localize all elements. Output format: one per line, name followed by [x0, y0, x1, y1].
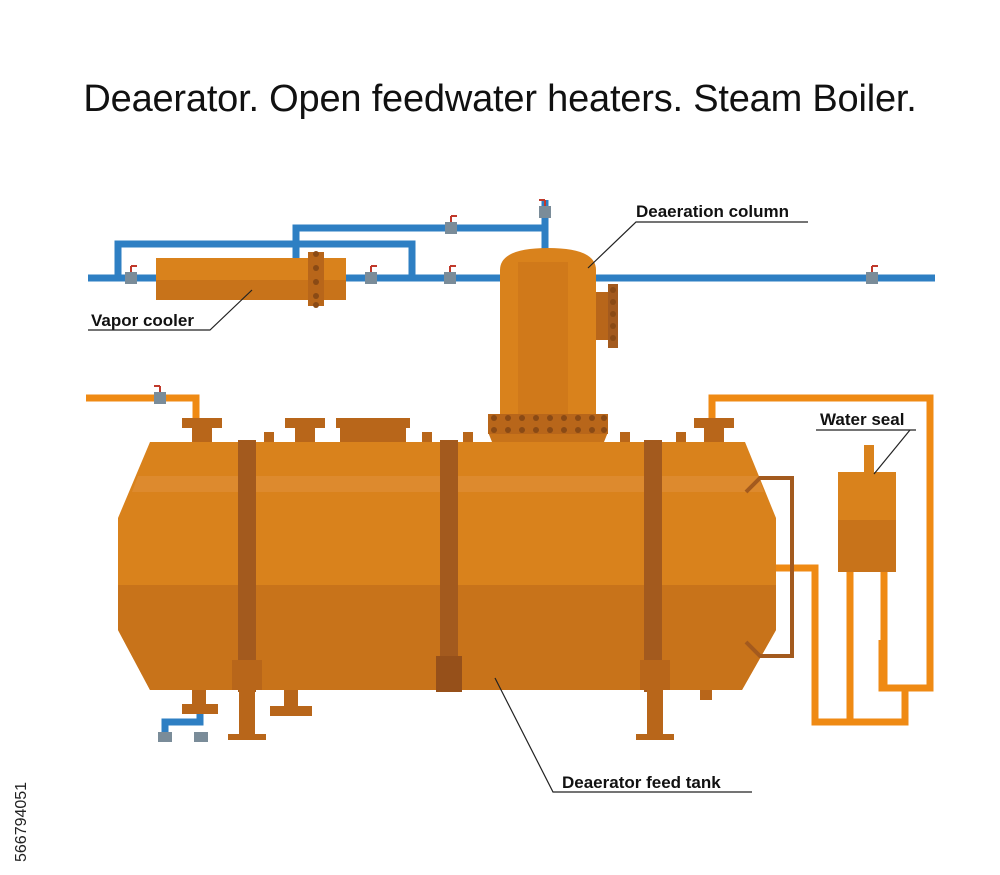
valve-icon [445, 215, 457, 234]
stock-id-watermark: 566794051 [13, 782, 30, 862]
deaerator-feed-tank [118, 440, 794, 692]
water-seal-label: Water seal [820, 410, 904, 429]
valve-icon [125, 265, 137, 284]
valve-icon [365, 265, 377, 284]
water-seal [838, 445, 896, 572]
page-title: Deaerator. Open feedwater heaters. Steam… [83, 78, 917, 120]
steam-valves [125, 199, 878, 284]
vapor-cooler [156, 251, 346, 308]
stock-id-text: 566794051 [13, 782, 30, 862]
feed-tank-label: Deaerator feed tank [562, 773, 721, 792]
leader-lines [88, 221, 916, 793]
water-valve-icon [154, 385, 166, 404]
deaeration-column-label: Deaeration column [636, 202, 789, 221]
valve-icon [866, 265, 878, 284]
valve-icon [539, 199, 551, 218]
drain-pipe [158, 714, 208, 742]
vapor-cooler-label: Vapor cooler [91, 311, 194, 330]
valve-icon [444, 265, 456, 284]
tank-nozzles [182, 418, 734, 444]
water-pipes [86, 394, 934, 726]
tank-supports [182, 660, 712, 740]
